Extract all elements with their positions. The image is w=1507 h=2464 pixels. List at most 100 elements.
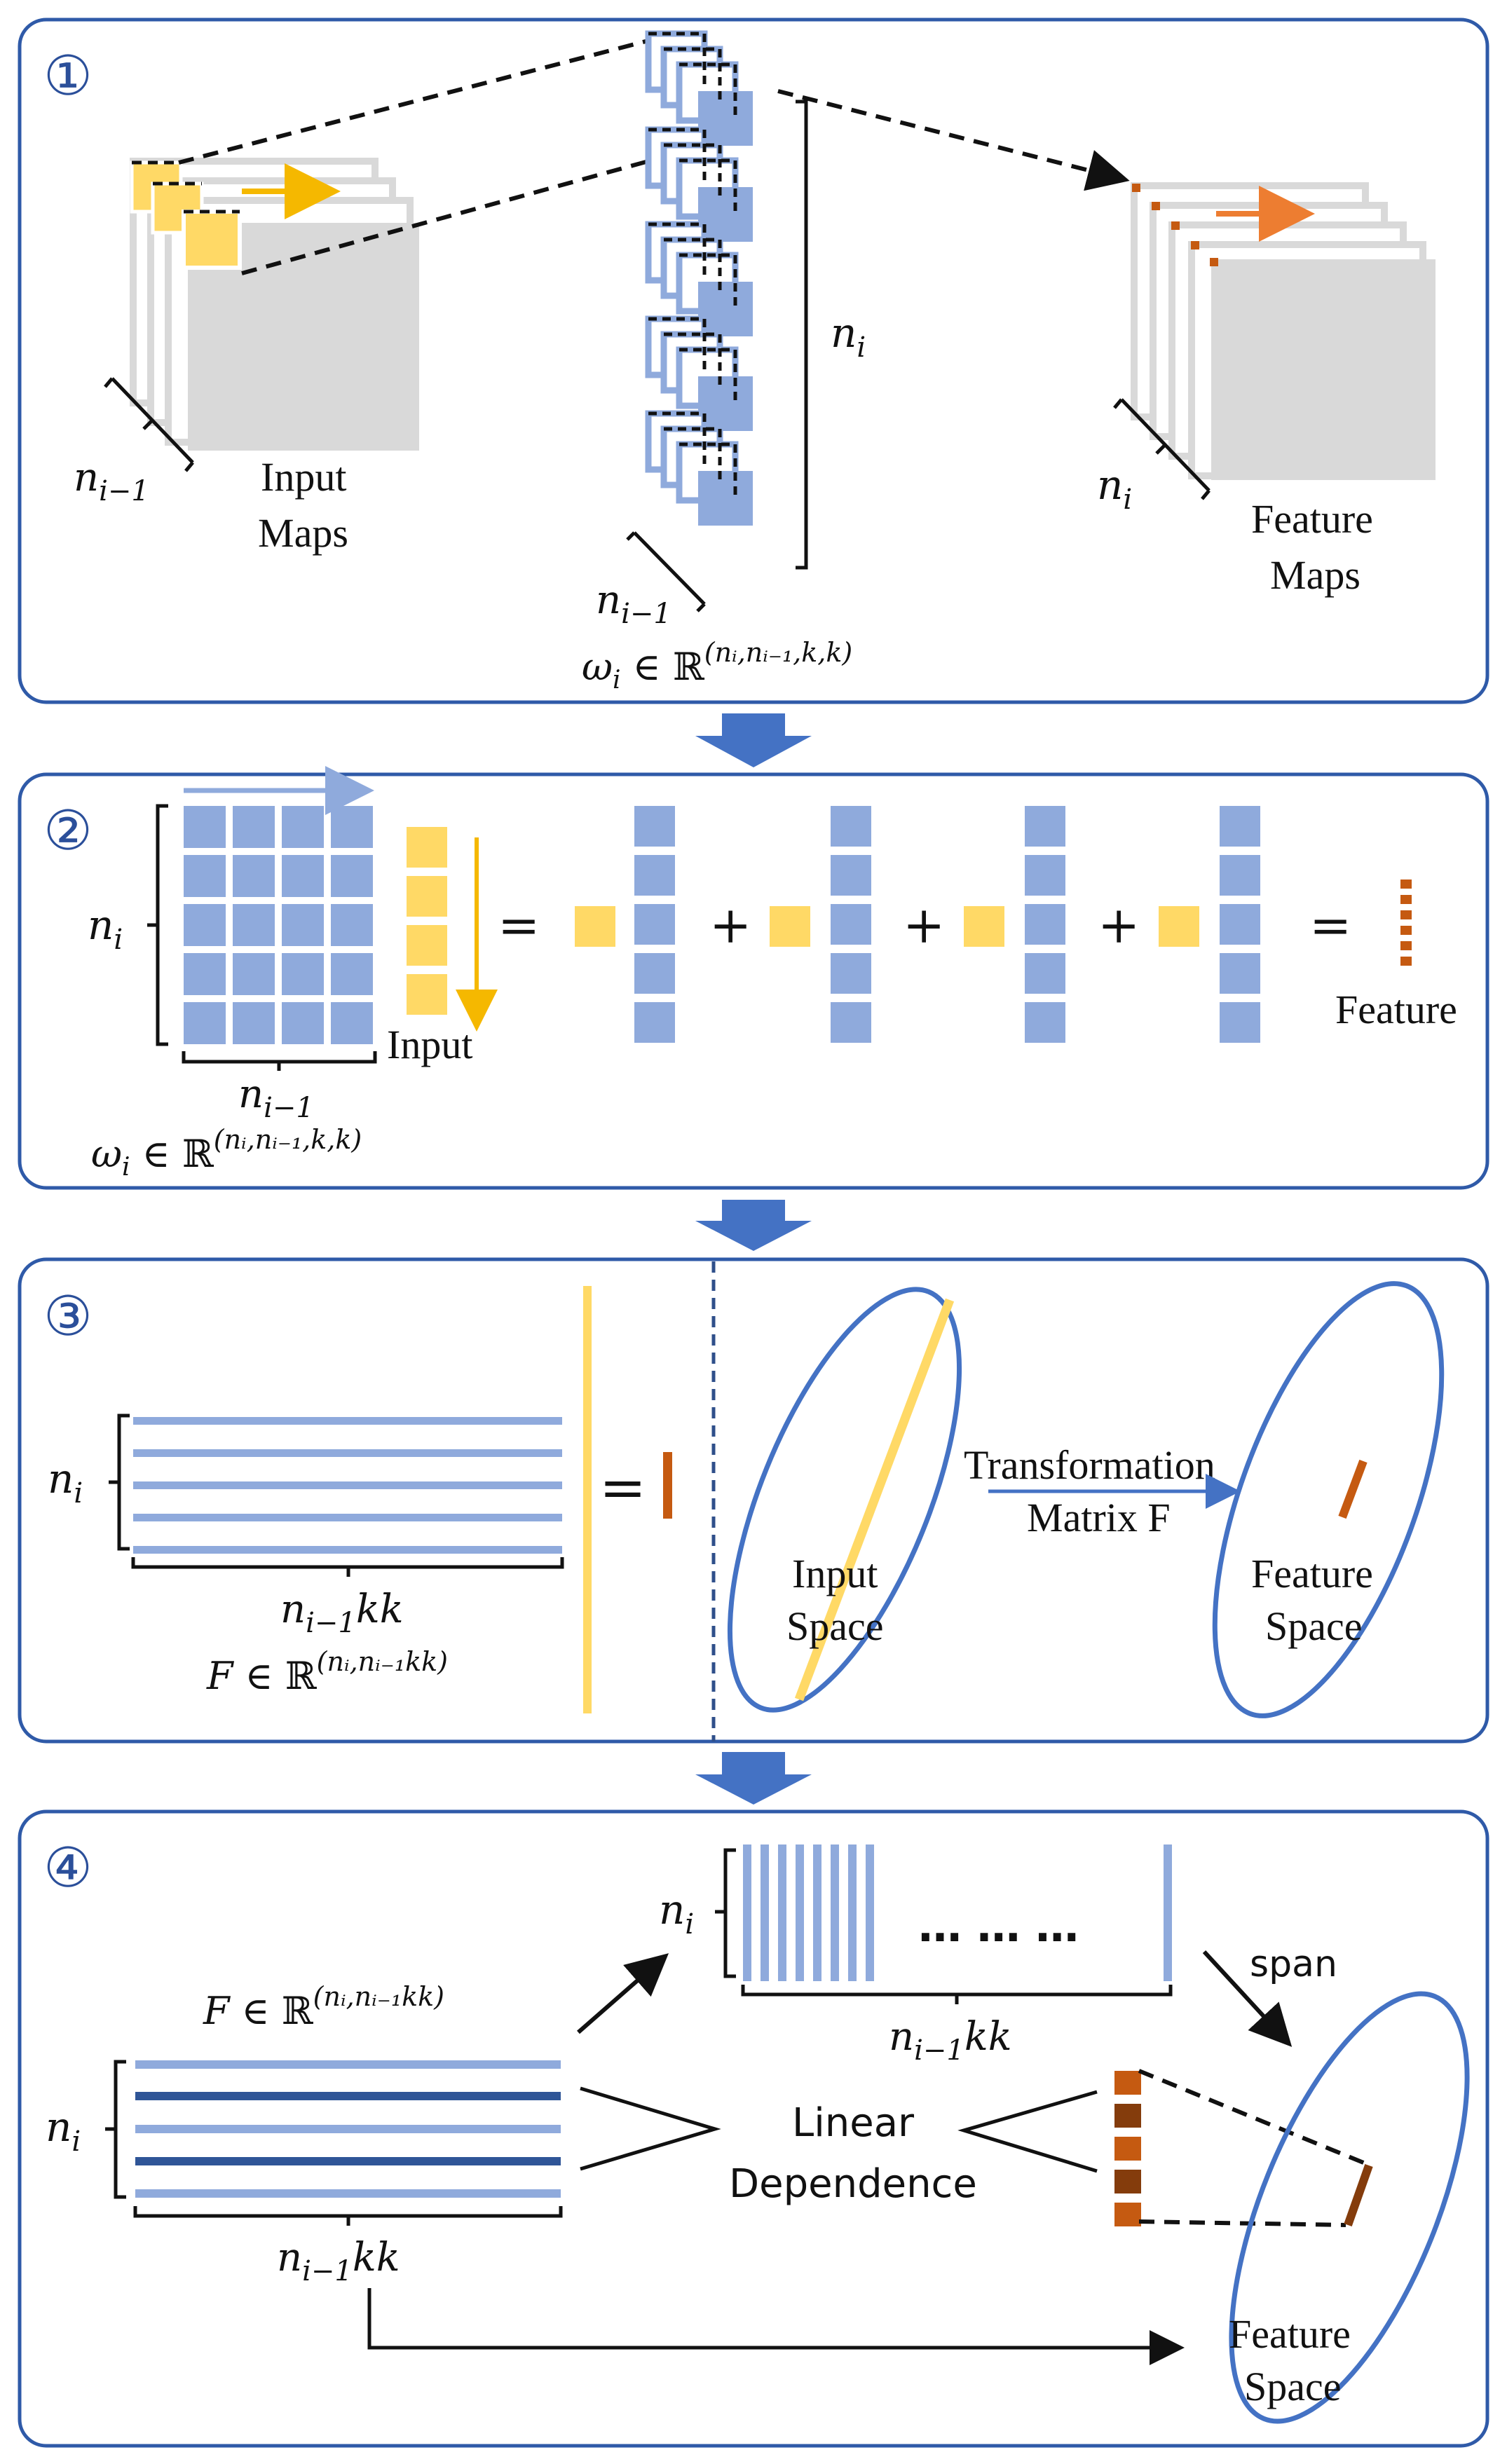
feature-space-label-4-2: Space	[1244, 2364, 1342, 2409]
feature-space-ellipse-3	[1212, 1281, 1445, 1718]
column-cell	[1220, 806, 1260, 847]
rows-n-label: ni	[88, 901, 123, 956]
linear-dependence-wedge-left	[580, 2086, 721, 2171]
equals-1: =	[498, 896, 540, 954]
rows-brace	[147, 804, 168, 1046]
weight-cell	[331, 953, 373, 995]
rows-brace-3	[109, 1414, 130, 1551]
cols-n-label: ni−1	[238, 1072, 314, 1124]
weight-cell	[331, 904, 373, 946]
feature-vector-4	[1344, 2164, 1373, 2226]
rows-brace-4	[105, 2060, 126, 2199]
matrix-row	[133, 1417, 562, 1425]
weight-cell	[233, 1002, 275, 1044]
panel-4-number: ④	[43, 1837, 93, 1900]
filter-dashed-outline	[648, 32, 737, 121]
panel-2: ② ni ni−1 ωi ∈ ℝ(nᵢ,nᵢ₋₁,k,k) Input = + …	[18, 766, 1489, 1190]
panel-2-number: ②	[43, 800, 93, 863]
panel-2-border	[18, 772, 1489, 1190]
column-cell	[1220, 904, 1260, 945]
matrix-row	[135, 2189, 561, 2198]
feature-cell	[1400, 910, 1412, 919]
projection-line-top	[178, 39, 649, 165]
weight-cell	[233, 953, 275, 995]
filter-dashed-outline	[648, 128, 737, 217]
matrix-row	[135, 2125, 561, 2133]
panel-1: ① ni−1 Input Maps ni ni−1 ωi ∈ ℝ(	[18, 18, 1489, 704]
weight-cell	[282, 806, 324, 848]
weight-cell	[282, 904, 324, 946]
weight-cell	[282, 953, 324, 995]
feature-space-label-4-1: Feature	[1229, 2311, 1351, 2357]
matrix-column	[866, 1844, 874, 1981]
down-arrow-2	[695, 1200, 812, 1251]
feature-square	[1114, 2170, 1141, 2193]
input-cell	[407, 974, 447, 1015]
cols-n-label-4: ni	[659, 1886, 694, 1941]
input-maps-stack	[130, 158, 419, 451]
filter-dashed-outline	[648, 222, 737, 311]
feature-maps-label-1: Feature	[1251, 496, 1373, 542]
column-cell	[831, 806, 871, 847]
filter-depth-label: ni−1	[596, 577, 671, 630]
column-cell	[634, 806, 675, 847]
feature-label: Feature	[1335, 987, 1457, 1032]
feature-vector-3	[1338, 1459, 1368, 1519]
input-space-label-1: Input	[792, 1551, 878, 1596]
feature-proj-bottom	[1138, 2219, 1346, 2227]
weight-cell	[184, 855, 226, 897]
matrix-rows-4	[135, 2060, 561, 2198]
weight-cell	[331, 1002, 373, 1044]
column-cell	[831, 904, 871, 945]
matrix-column	[848, 1844, 857, 1981]
weight-equation-2: ωi ∈ ℝ(nᵢ,nᵢ₋₁,k,k)	[91, 1124, 362, 1182]
transform-label-2: Matrix F	[1027, 1495, 1171, 1540]
panel-1-number: ①	[43, 45, 93, 108]
bottom-arrow	[367, 2288, 1185, 2365]
matrix-row	[133, 1514, 562, 1521]
panel-3-number: ③	[43, 1285, 93, 1348]
feature-cell	[1400, 879, 1412, 889]
filter-cube-front	[698, 471, 753, 526]
input-space-label-2: Space	[786, 1603, 884, 1649]
width-label-4: ni−1kk	[277, 2235, 400, 2287]
matrix-column	[778, 1844, 786, 1981]
output-vector-3	[663, 1452, 672, 1519]
matrix-columns	[743, 1844, 1172, 1981]
feature-column	[1400, 879, 1412, 966]
width-brace-4	[133, 2206, 563, 2226]
matrix-equation-3: F ∈ ℝ(nᵢ,nᵢ₋₁kk)	[206, 1646, 448, 1698]
feature-squares	[1114, 2071, 1141, 2226]
filter-cubes	[645, 30, 753, 526]
matrix-column-last	[1164, 1844, 1172, 1981]
rows-n-label-4: ni	[46, 2103, 81, 2158]
arrow-to-columns	[577, 1953, 669, 2034]
span-arrow	[1202, 1950, 1293, 2047]
coeff-cell	[1159, 906, 1199, 947]
transform-label-1: Transformation	[964, 1442, 1215, 1488]
weight-cell	[184, 953, 226, 995]
input-cell	[407, 925, 447, 966]
equals-2: =	[1309, 896, 1351, 954]
weight-equation: ωi ∈ ℝ(nᵢ,nᵢ₋₁,k,k)	[582, 637, 852, 694]
weight-grid	[184, 806, 373, 1044]
matrix-row	[135, 2060, 561, 2069]
projection-to-feature	[777, 89, 1130, 191]
plus-2: +	[903, 896, 945, 954]
column-cell	[634, 1002, 675, 1043]
column-cell	[1025, 1002, 1065, 1043]
column-cell	[634, 904, 675, 945]
panel-1-border	[18, 18, 1489, 704]
col-width-brace-4	[741, 1985, 1173, 2004]
feature-brace	[1113, 398, 1211, 500]
plus-3: +	[1098, 896, 1140, 954]
panel-4: ④ F ∈ ℝ(nᵢ,nᵢ₋₁kk) ni ni−1kk ni … … … ni…	[18, 1809, 1489, 2448]
coeff-cell	[964, 906, 1004, 947]
matrix-column	[796, 1844, 804, 1981]
feature-n-label: ni	[1097, 461, 1132, 516]
down-arrow-3	[695, 1752, 812, 1805]
width-label-3: ni−1kk	[280, 1587, 404, 1639]
column-cell	[634, 855, 675, 896]
matrix-equation-4: F ∈ ℝ(nᵢ,nᵢ₋₁kk)	[203, 1981, 444, 2033]
